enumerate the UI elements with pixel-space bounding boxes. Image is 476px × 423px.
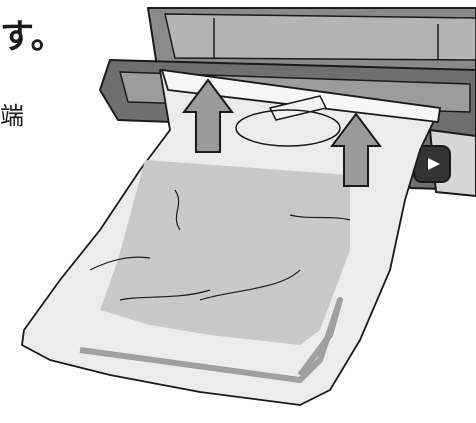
vacuum-bag (22, 70, 440, 405)
